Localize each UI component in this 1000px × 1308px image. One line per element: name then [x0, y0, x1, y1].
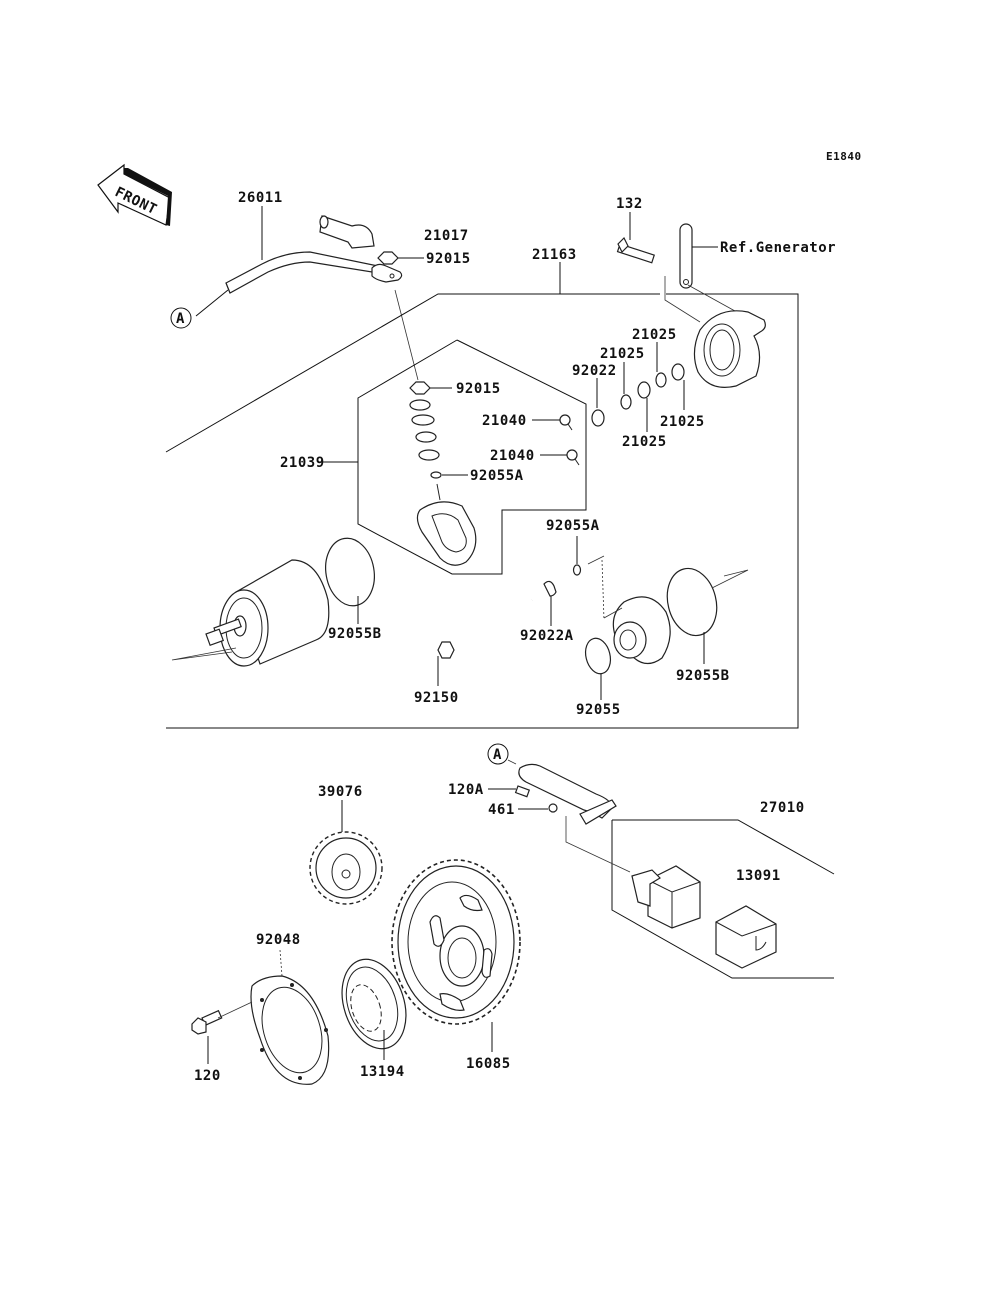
label-27010: 27010 — [760, 800, 805, 816]
idle-gear[interactable] — [309, 831, 383, 905]
washer-92022[interactable] — [591, 409, 605, 427]
end-cover[interactable] — [693, 310, 766, 388]
callout-a-bottom — [487, 743, 509, 765]
diagram-code: E1840 — [826, 150, 862, 163]
bolt-120a[interactable] — [514, 785, 531, 798]
label-21025-d: 21025 — [660, 414, 705, 430]
label-92022A: 92022A — [520, 628, 574, 644]
relay-cable[interactable] — [518, 763, 617, 825]
brush-b[interactable] — [566, 449, 580, 466]
relay-cover[interactable] — [715, 905, 777, 969]
brush-holder-box — [357, 339, 587, 575]
brush-a[interactable] — [559, 414, 573, 431]
oring-92055[interactable] — [582, 636, 614, 677]
front-cover[interactable] — [612, 596, 671, 665]
through-bolt[interactable] — [437, 598, 533, 659]
washer-21025-b[interactable] — [637, 381, 651, 399]
label-92055A-inner: 92055A — [470, 468, 524, 484]
reference-note: Ref.Generator — [720, 240, 836, 256]
label-92055A-outer: 92055A — [546, 518, 600, 534]
label-21039: 21039 — [280, 455, 325, 471]
label-92055: 92055 — [576, 702, 621, 718]
nut-mid[interactable] — [409, 381, 431, 395]
starter-cable[interactable] — [225, 251, 403, 294]
label-13194: 13194 — [360, 1064, 405, 1080]
brush-plate[interactable] — [416, 483, 477, 566]
label-92150: 92150 — [414, 690, 459, 706]
nut-top[interactable] — [377, 251, 399, 265]
callout-a-top — [170, 307, 192, 329]
label-21040-a: 21040 — [482, 413, 527, 429]
oring-92055b-left[interactable] — [320, 534, 379, 609]
washer-21025-d[interactable] — [671, 363, 685, 381]
label-92055B-right: 92055B — [676, 668, 730, 684]
label-39076: 39076 — [318, 784, 363, 800]
terminal-cap[interactable] — [319, 215, 375, 249]
label-92022: 92022 — [572, 363, 617, 379]
starter-gear[interactable] — [391, 859, 521, 1025]
label-26011: 26011 — [238, 190, 283, 206]
washer-21025-c[interactable] — [655, 372, 667, 388]
starter-motor-box — [165, 262, 799, 729]
label-16085: 16085 — [466, 1056, 511, 1072]
label-92015-mid: 92015 — [456, 381, 501, 397]
motor-yoke[interactable] — [205, 559, 330, 667]
label-21025-a: 21025 — [600, 346, 645, 362]
label-21025-c: 21025 — [632, 327, 677, 343]
washer-461[interactable] — [548, 803, 558, 813]
label-21163: 21163 — [532, 247, 577, 263]
label-120: 120 — [194, 1068, 221, 1084]
clutch-holder[interactable] — [250, 975, 332, 1085]
label-92055B-left: 92055B — [328, 626, 382, 642]
oring-92055b-right[interactable] — [660, 563, 723, 641]
callout-a-label: A — [176, 311, 185, 327]
label-21025-b: 21025 — [622, 434, 667, 450]
bolt-120[interactable] — [191, 1009, 223, 1035]
label-21040-b: 21040 — [490, 448, 535, 464]
label-132: 132 — [616, 196, 643, 212]
label-461: 461 — [488, 802, 515, 818]
label-92015-top: 92015 — [426, 251, 471, 267]
label-92048: 92048 — [256, 932, 301, 948]
washer-92022a[interactable] — [543, 580, 557, 597]
insulator-washers[interactable] — [409, 399, 440, 461]
label-120A: 120A — [448, 782, 484, 798]
oring-92055a-inner[interactable] — [430, 471, 442, 479]
relay-box — [612, 819, 835, 875]
bolt-132[interactable] — [616, 236, 655, 264]
label-13091: 13091 — [736, 868, 781, 884]
starter-relay[interactable] — [631, 865, 701, 929]
label-21017: 21017 — [424, 228, 469, 244]
front-arrow-icon: FRONT — [97, 163, 172, 226]
oring-92055a-outer[interactable] — [572, 564, 582, 576]
callout-a-bottom-label: A — [493, 747, 502, 763]
generator-bracket — [679, 223, 693, 289]
washer-21025-a[interactable] — [620, 394, 632, 410]
